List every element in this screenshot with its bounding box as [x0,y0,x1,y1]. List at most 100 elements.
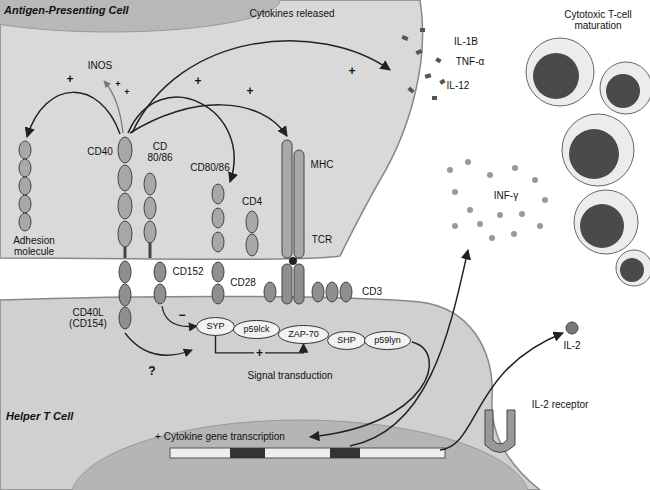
sign-label: ? [148,365,155,379]
sign-label: + [66,73,73,87]
adhesion-domain [19,213,31,231]
process-label: Cytokines released [249,8,334,20]
protein-oval: ZAP-70 [278,325,329,343]
cytotoxic-cell [562,114,634,186]
gene-segment [230,448,265,458]
interferon-dot [452,223,458,229]
cytokine-label: IL-1B [454,36,478,48]
mhc-chain [294,150,304,258]
tcr-chain [294,264,304,304]
interferon-dot [542,197,548,203]
activation-arrow [27,92,120,137]
interferon-dot [537,223,543,229]
signal-arrow [310,342,429,437]
cytokine-particle [425,73,432,78]
cd40-domain [118,193,132,219]
cytotoxic-cell [526,38,594,106]
cytokine-particle [401,35,408,41]
interferon-dot [467,207,473,213]
molecule-label: MHC [311,159,334,171]
cd4-domain [246,234,258,256]
cell-title: Antigen-Presenting Cell [4,4,129,17]
adhesion-domain [19,195,31,213]
cd40l-domain [119,284,131,306]
cd80-domain [212,184,224,204]
interferon-dot [511,231,517,237]
protein-oval: p59lck [233,320,280,338]
activation-arrow [132,41,390,133]
cd40-domain [118,137,132,163]
cell-nucleus [569,129,619,179]
molecule-label: CD152 [172,266,203,278]
protein-name: SHP [337,335,356,345]
interferon-dot [465,159,471,165]
cd40-domain [118,221,132,247]
molecule-label: CD3 [362,286,382,298]
dna-strand [170,448,445,458]
oval-shape [234,320,280,338]
molecule-label: IL-2 receptor [532,399,589,411]
inhibition-arrow [162,306,197,327]
cd80-domain [144,197,156,219]
protein-oval: p59lyn [364,331,411,349]
cd80-domain [212,208,224,228]
process-label: Signal transduction [247,370,332,382]
cytokine-label: TNF-α [456,56,485,68]
cd80-stalk [149,242,152,258]
cytotoxic-cell [600,62,650,114]
interferon-dot [519,211,525,217]
cytokine-label: IL-2 [563,340,580,352]
protein-name: ZAP-70 [288,329,319,339]
cytotoxic-cell [616,250,650,286]
cd80-domain [212,232,224,252]
apc-cell [0,0,423,259]
cell-title: Helper T Cell [6,410,73,423]
signal-arrow [125,333,192,355]
cd40l-domain [119,261,131,283]
molecule-label: CD40 [87,146,113,158]
cytokine-particle [415,49,422,55]
sign-label: + [115,79,120,89]
cd80-domain [144,173,156,195]
sign-label: − [178,309,185,323]
secretion-arrow [440,333,563,450]
il2-receptor [485,410,515,453]
interferon-dot [512,165,518,171]
adhesion-domain [19,159,31,177]
interferon-dot [489,235,495,241]
cytokine-label: INF-γ [494,190,518,202]
sign-label: + [124,87,129,97]
oval-shape [328,331,366,349]
cd3-domain [326,282,338,302]
molecule-label: TCR [312,234,333,246]
interferon-dot [532,177,538,183]
cd3-domain [264,282,276,302]
protein-name: SYP [206,321,224,331]
secretion-arrow [350,250,468,446]
cell-nucleus [620,258,644,282]
mhc-chain [282,140,292,258]
molecule-label: CD40L (CD154) [66,307,110,330]
cd152-domain [154,262,166,282]
sign-label: + [194,75,201,89]
protein-oval: SHP [327,331,366,349]
interferon-dot [452,189,458,195]
adhesion-domain [19,177,31,195]
cytokine-particle [432,96,437,100]
cell-nucleus [533,53,579,99]
oval-shape [279,325,329,343]
oval-shape [365,331,411,349]
cytokine-label: IL-12 [447,80,470,92]
cd80-domain [144,221,156,243]
t-cell-nucleus [70,420,530,490]
adhesion-domain [19,141,31,159]
interferon-dot [477,221,483,227]
cd40-domain [118,165,132,191]
cd40l-domain [119,307,131,329]
peptide [289,257,297,265]
il2-molecule [566,322,578,334]
cell-nucleus [606,74,640,108]
interferon-dot [487,172,493,178]
tcr-chain [282,264,292,304]
